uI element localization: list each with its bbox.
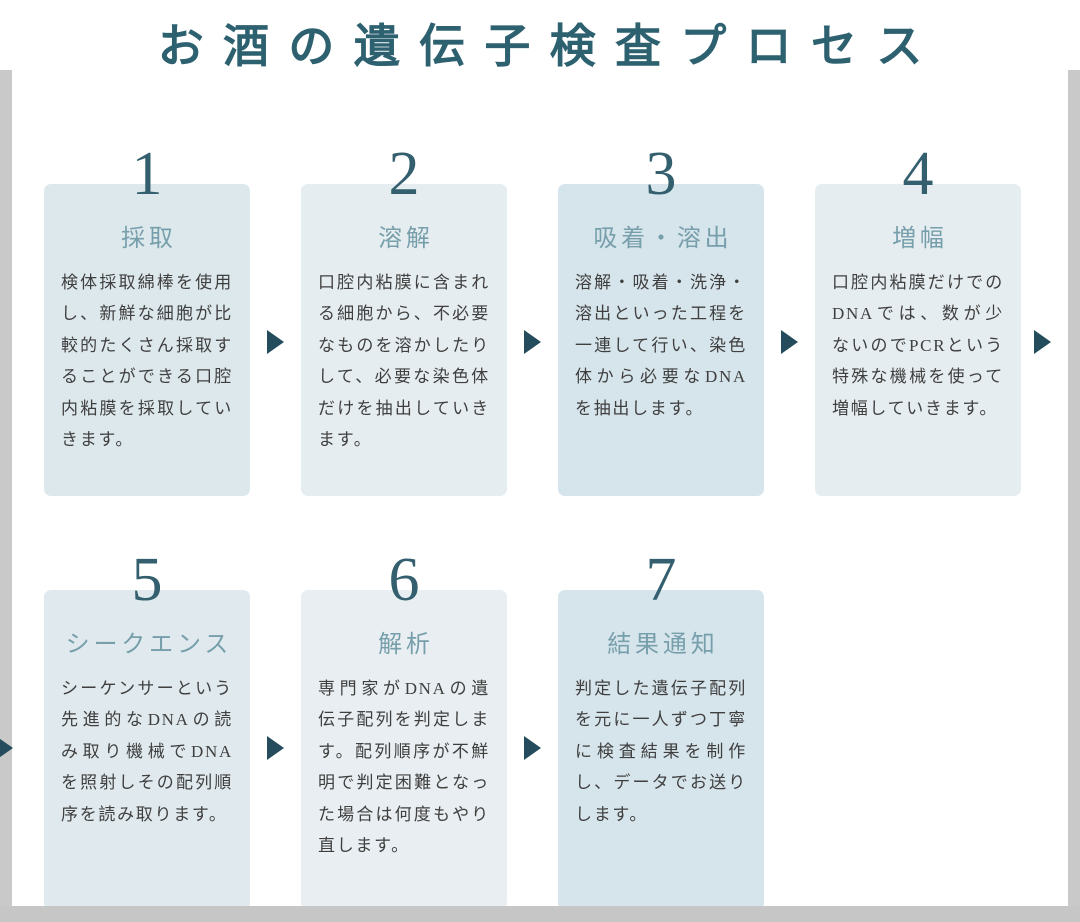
step-description: 口腔内粘膜に含まれる細胞から、不必要なものを溶かしたりして、必要な染色体だけを抽… xyxy=(318,273,490,450)
step-4: 4 増幅 口腔内粘膜だけでのDNAでは、数が少ないのでPCRという特殊な機械を使… xyxy=(815,138,1021,496)
arrow-cell xyxy=(1021,330,1063,354)
bottom-margin-strip xyxy=(0,906,1080,922)
step-card: 採取 検体採取綿棒を使用し、新鮮な細胞が比較的たくさん採取することができる口腔内… xyxy=(44,184,250,496)
arrow-right-icon xyxy=(1033,330,1051,354)
step-title: 結果通知 xyxy=(607,632,719,658)
arrow-cell xyxy=(507,330,558,354)
step-card: シークエンス シーケンサーという先進的なDNAの読み取り機械でDNAを照射しその… xyxy=(44,590,250,910)
step-number: 3 xyxy=(645,140,677,208)
step-3: 3 吸着・溶出 溶解・吸着・洗浄・溶出といった工程を一連して行い、染色体から必要… xyxy=(558,138,764,496)
arrow-right-icon xyxy=(267,330,284,354)
step-title: 溶解 xyxy=(378,226,434,252)
arrow-cell xyxy=(507,736,558,760)
step-number: 1 xyxy=(131,140,163,208)
step-card: 結果通知 判定した遺伝子配列を元に一人ずつ丁寧に検査結果を制作し、データでお送り… xyxy=(558,590,764,910)
step-description: 溶解・吸着・洗浄・溶出といった工程を一連して行い、染色体から必要なDNAを抽出し… xyxy=(575,273,747,418)
arrow-right-icon xyxy=(0,736,13,760)
step-title: シークエンス xyxy=(65,632,233,658)
step-1: 1 採取 検体採取綿棒を使用し、新鮮な細胞が比較的たくさん採取することができる口… xyxy=(44,138,250,496)
step-description: 口腔内粘膜だけでのDNAでは、数が少ないのでPCRという特殊な機械を使って増幅し… xyxy=(832,273,1004,418)
left-margin-strip xyxy=(0,70,12,922)
arrow-right-icon xyxy=(524,330,541,354)
step-title: 増幅 xyxy=(892,226,948,252)
step-number: 4 xyxy=(902,140,934,208)
step-card: 溶解 口腔内粘膜に含まれる細胞から、不必要なものを溶かしたりして、必要な染色体だ… xyxy=(301,184,507,496)
step-card: 吸着・溶出 溶解・吸着・洗浄・溶出といった工程を一連して行い、染色体から必要なD… xyxy=(558,184,764,496)
step-card: 解析 専門家がDNAの遺伝子配列を判定します。配列順序が不鮮明で判定困難となった… xyxy=(301,590,507,910)
step-number: 7 xyxy=(645,546,677,614)
step-6: 6 解析 専門家がDNAの遺伝子配列を判定します。配列順序が不鮮明で判定困難とな… xyxy=(301,544,507,910)
arrow-cell xyxy=(764,330,815,354)
arrow-right-icon xyxy=(524,736,541,760)
step-7: 7 結果通知 判定した遺伝子配列を元に一人ずつ丁寧に検査結果を制作し、データでお… xyxy=(558,544,764,910)
step-title: 吸着・溶出 xyxy=(593,226,733,252)
page-title: お酒の遺伝子検査プロセス xyxy=(157,21,942,72)
arrow-right-icon xyxy=(267,736,284,760)
step-title: 採取 xyxy=(121,226,177,252)
step-number: 5 xyxy=(131,546,163,614)
right-margin-strip xyxy=(1068,70,1080,922)
step-card: 増幅 口腔内粘膜だけでのDNAでは、数が少ないのでPCRという特殊な機械を使って… xyxy=(815,184,1021,496)
step-description: 検体採取綿棒を使用し、新鮮な細胞が比較的たくさん採取することができる口腔内粘膜を… xyxy=(61,273,233,450)
arrow-cell xyxy=(250,736,301,760)
step-number: 2 xyxy=(388,140,420,208)
step-5: 5 シークエンス シーケンサーという先進的なDNAの読み取り機械でDNAを照射し… xyxy=(44,544,250,910)
step-title: 解析 xyxy=(378,632,434,658)
step-description: 判定した遺伝子配列を元に一人ずつ丁寧に検査結果を制作し、データでお送りします。 xyxy=(575,679,747,824)
step-description: 専門家がDNAの遺伝子配列を判定します。配列順序が不鮮明で判定困難となった場合は… xyxy=(318,679,490,856)
process-row-2: 5 シークエンス シーケンサーという先進的なDNAの読み取り機械でDNAを照射し… xyxy=(0,544,1080,910)
arrow-cell xyxy=(250,330,301,354)
process-row-1: 1 採取 検体採取綿棒を使用し、新鮮な細胞が比較的たくさん採取することができる口… xyxy=(0,138,1080,496)
arrow-right-icon xyxy=(781,330,798,354)
step-description: シーケンサーという先進的なDNAの読み取り機械でDNAを照射しその配列順序を読み… xyxy=(61,679,233,824)
step-2: 2 溶解 口腔内粘膜に含まれる細胞から、不必要なものを溶かしたりして、必要な染色… xyxy=(301,138,507,496)
step-number: 6 xyxy=(388,546,420,614)
